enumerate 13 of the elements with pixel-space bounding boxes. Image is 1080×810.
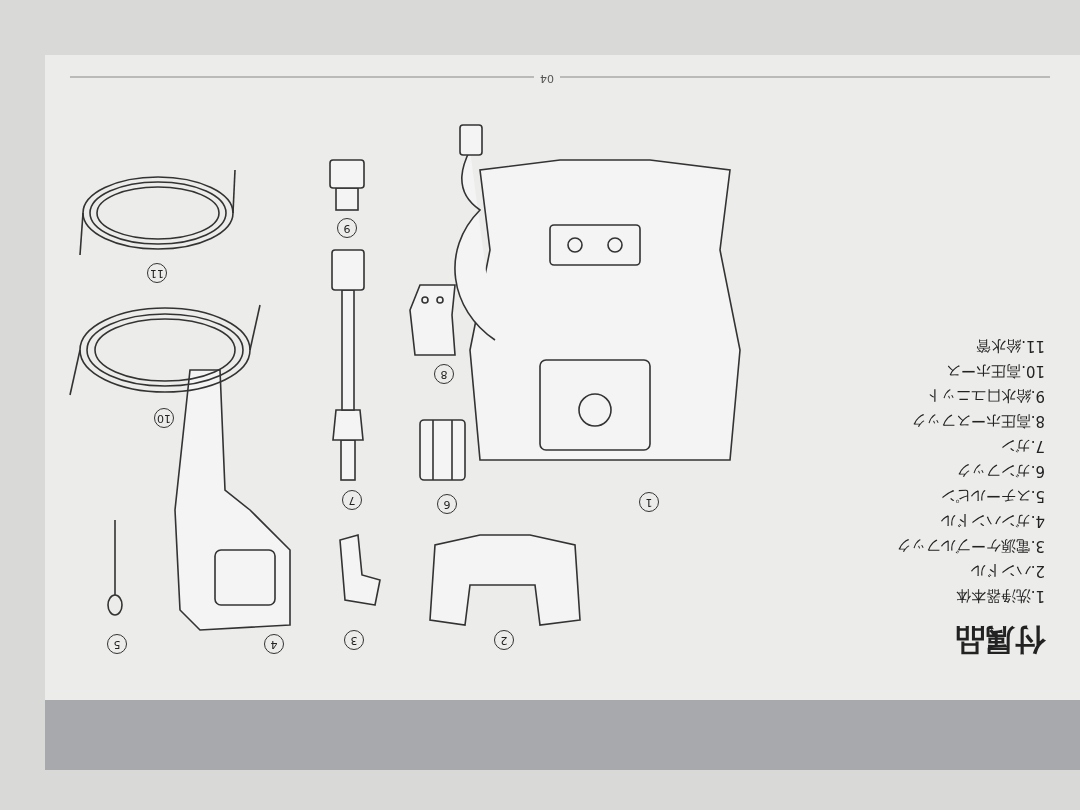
parts-list-item: 3.電源ケーブルフック: [895, 536, 1045, 555]
page-number: 04: [534, 72, 560, 85]
parts-list-item: 1.洗浄器本体: [955, 586, 1045, 605]
section-heading: 付属品: [955, 622, 1045, 660]
parts-list-item: 7.ガン: [1000, 436, 1045, 455]
parts-list-item: 8.高圧ホースフック: [910, 411, 1045, 430]
parts-list-item: 2.ハンドル: [970, 561, 1045, 580]
parts-list-item: 5.スチールピン: [940, 486, 1045, 505]
parts-list-item: 4.ガンハンドル: [940, 511, 1045, 530]
parts-list-item: 9.給水口ユニット: [925, 386, 1045, 405]
parts-list-item: 11.給水管: [976, 336, 1045, 355]
parts-list-item: 6.ガンフック: [955, 461, 1045, 480]
parts-list-item: 10.高圧ホース: [946, 361, 1045, 380]
